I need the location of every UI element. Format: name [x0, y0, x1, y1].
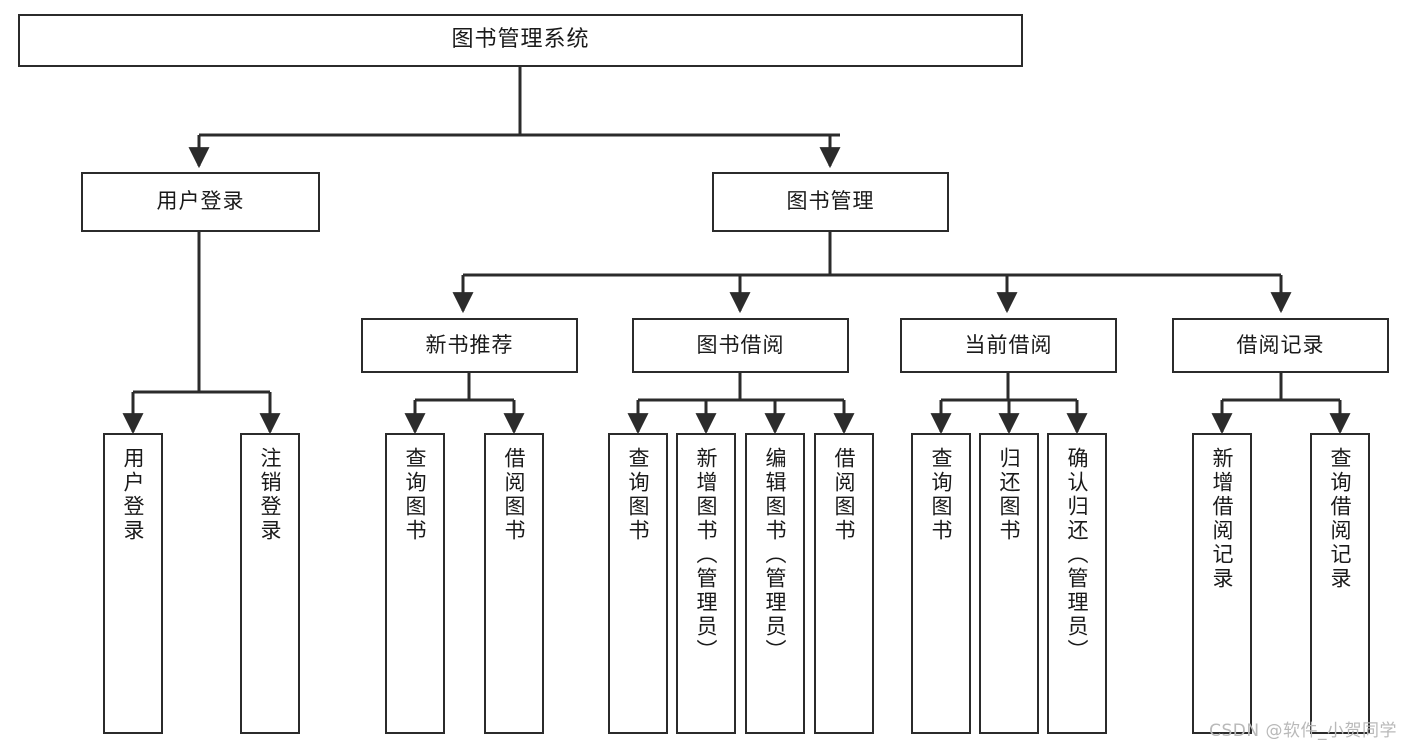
- node-leaf-query-book-3[interactable]: 查询图书: [911, 433, 971, 734]
- node-root[interactable]: 图书管理系统: [18, 14, 1023, 67]
- node-root-label: 图书管理系统: [451, 27, 590, 53]
- node-borrow-record-label: 借阅记录: [1236, 332, 1325, 357]
- node-leaf-user-login-label: 用户登录: [121, 447, 146, 543]
- node-book-borrow[interactable]: 图书借阅: [632, 318, 849, 373]
- node-leaf-user-login[interactable]: 用户登录: [103, 433, 163, 734]
- node-leaf-add-book-admin-label: 新增图书（管理员）: [694, 447, 719, 663]
- node-leaf-confirm-return-admin-label: 确认归还（管理员）: [1065, 447, 1090, 663]
- node-leaf-query-book-2[interactable]: 查询图书: [608, 433, 668, 734]
- node-leaf-borrow-book-1[interactable]: 借阅图书: [484, 433, 544, 734]
- node-leaf-confirm-return-admin[interactable]: 确认归还（管理员）: [1047, 433, 1107, 734]
- node-borrow-record[interactable]: 借阅记录: [1172, 318, 1389, 373]
- node-leaf-edit-book-admin[interactable]: 编辑图书（管理员）: [745, 433, 805, 734]
- node-leaf-borrow-book-2[interactable]: 借阅图书: [814, 433, 874, 734]
- node-book-manage-label: 图书管理: [786, 189, 875, 214]
- node-leaf-query-book-2-label: 查询图书: [626, 447, 651, 543]
- node-leaf-add-record-label: 新增借阅记录: [1210, 447, 1235, 591]
- node-leaf-query-book-1-label: 查询图书: [403, 447, 428, 543]
- node-leaf-logout-label: 注销登录: [258, 447, 283, 543]
- node-current-borrow[interactable]: 当前借阅: [900, 318, 1117, 373]
- node-user-login-label: 用户登录: [156, 189, 245, 214]
- node-leaf-return-book[interactable]: 归还图书: [979, 433, 1039, 734]
- watermark: CSDN @软件_小贺同学: [1209, 721, 1397, 741]
- node-leaf-add-book-admin[interactable]: 新增图书（管理员）: [676, 433, 736, 734]
- node-leaf-borrow-book-2-label: 借阅图书: [832, 447, 857, 543]
- node-leaf-borrow-book-1-label: 借阅图书: [502, 447, 527, 543]
- node-leaf-edit-book-admin-label: 编辑图书（管理员）: [763, 447, 788, 663]
- node-leaf-query-record[interactable]: 查询借阅记录: [1310, 433, 1370, 734]
- node-new-book-rec[interactable]: 新书推荐: [361, 318, 578, 373]
- node-new-book-rec-label: 新书推荐: [425, 332, 514, 357]
- node-leaf-add-record[interactable]: 新增借阅记录: [1192, 433, 1252, 734]
- node-book-manage[interactable]: 图书管理: [712, 172, 949, 232]
- node-book-borrow-label: 图书借阅: [696, 332, 785, 357]
- node-user-login[interactable]: 用户登录: [81, 172, 320, 232]
- node-leaf-query-record-label: 查询借阅记录: [1328, 447, 1353, 591]
- node-current-borrow-label: 当前借阅: [964, 332, 1053, 357]
- node-leaf-return-book-label: 归还图书: [997, 447, 1022, 543]
- node-leaf-query-book-3-label: 查询图书: [929, 447, 954, 543]
- node-leaf-query-book-1[interactable]: 查询图书: [385, 433, 445, 734]
- node-leaf-logout[interactable]: 注销登录: [240, 433, 300, 734]
